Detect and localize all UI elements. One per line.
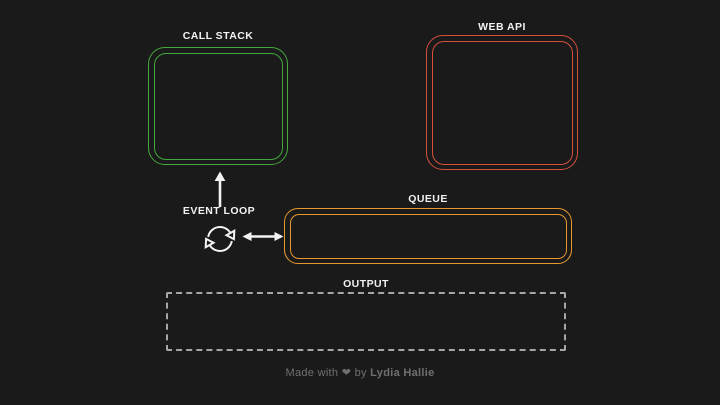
- call-stack-box: [148, 47, 288, 165]
- output-box: [166, 292, 566, 351]
- output-label: OUTPUT: [343, 278, 389, 290]
- web-api-label: WEB API: [478, 21, 526, 33]
- footer-author: Lydia Hallie: [370, 367, 435, 379]
- call-stack-label: CALL STACK: [182, 30, 254, 42]
- web-api-box-inner: [431, 40, 573, 165]
- arrow-left-right-icon: [242, 232, 284, 241]
- footer-made-with: Made with: [285, 367, 339, 379]
- call-stack-box-inner: [153, 52, 283, 160]
- heart-icon: ❤: [341, 367, 352, 379]
- event-loop-label: EVENT LOOP: [182, 205, 256, 217]
- web-api-box: [426, 35, 578, 170]
- queue-label: QUEUE: [408, 193, 448, 205]
- queue-box-inner: [289, 213, 567, 259]
- refresh-cycle-icon: [204, 226, 236, 252]
- queue-box: [284, 208, 572, 264]
- footer-by: by: [354, 367, 367, 379]
- footer-credit: Made with ❤ by Lydia Hallie: [0, 366, 720, 379]
- arrow-up-icon: [214, 171, 226, 207]
